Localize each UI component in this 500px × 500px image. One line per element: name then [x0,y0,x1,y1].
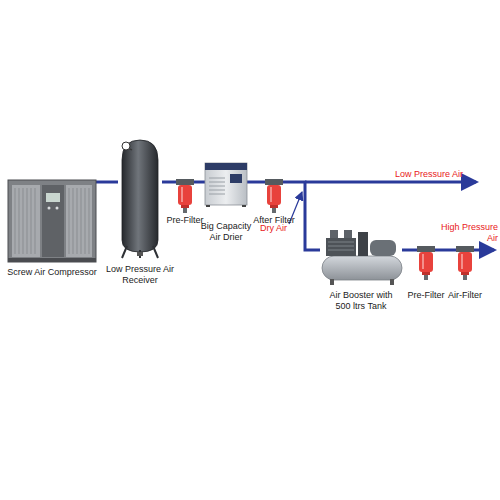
drain-valve [137,252,143,256]
air-pipe [194,181,205,184]
equipment-label: Air-Filter [443,290,487,301]
drier-panel [230,174,242,183]
air-pipe [162,181,176,184]
booster-tank [322,256,402,280]
booster-head [326,238,356,256]
equipment-label: Air Booster with 500 ltrs Tank [321,290,401,312]
bowl-highlight [270,187,272,202]
air-pipe [96,181,118,184]
equipment-node: Screw Air Compressor [8,180,96,262]
pressure-gauge [122,142,130,150]
bowl-highlight [461,254,463,269]
bowl-bottom [270,205,278,208]
air-pipe [435,249,456,252]
filter-bowl [267,185,281,205]
equipment-label: Low Pressure Air Receiver [105,264,175,286]
bowl-highlight [422,254,424,269]
drain-valve [272,208,276,213]
filter-head [265,179,283,185]
drier-foot [206,205,210,207]
drier-cabinet [205,163,247,205]
grille-slats [69,188,89,254]
booster-motor [370,240,396,256]
compressor-grille [12,185,40,257]
flow-label: Dry Air [260,223,300,234]
filter-head [417,246,435,252]
compressor-base [8,258,96,262]
high-pressure-pipe [474,249,494,252]
bowl-bottom [422,272,430,275]
equipment-node: Pre-Filter [417,246,435,280]
tank-leg [390,279,394,285]
equipment-node: Air Booster with 500 ltrs Tank [320,226,402,285]
control-panel [42,185,64,257]
panel-display [46,193,60,202]
receiver-tank [122,140,158,252]
equipment-node: Air-Filter [456,246,474,280]
grille-slats [15,188,35,254]
panel-button [56,207,59,210]
belt-guard [358,232,368,256]
compressor-grille [66,185,92,257]
equipment-label: Pre-Filter [163,215,207,226]
filter-bowl [458,252,472,272]
equipment-node: Pre-Filter [176,179,194,213]
equipment-node: Big Capacity Air Drier [205,163,247,207]
air-pipe [247,181,265,184]
bowl-highlight [181,187,183,202]
equipment-label: Big Capacity Air Drier [195,221,257,243]
tank-legs [122,246,158,258]
filter-bowl [419,252,433,272]
cylinder-top [330,230,338,238]
drier-vents [209,178,225,194]
flow-label: High Pressure Air [436,222,498,244]
panel-button [48,207,51,210]
cooling-fins [328,242,354,250]
drier-top-strip [205,163,247,170]
filter-bowl [178,185,192,205]
drain-valve [183,208,187,213]
drain-valve [424,275,428,280]
equipment-label: Screw Air Compressor [0,267,104,278]
bowl-bottom [181,205,189,208]
drier-foot [242,205,246,207]
bowl-bottom [461,272,469,275]
equipment-node: Low Pressure Air Receiver [118,138,162,258]
drain-valve [463,275,467,280]
equipment-node: After Filter [265,179,283,213]
equipment-label: Pre-Filter [404,290,448,301]
flow-label: Low Pressure Air [395,169,475,180]
filter-head [456,246,474,252]
cylinder-top [344,230,352,238]
tank-leg [330,279,334,285]
filter-head [176,179,194,185]
low-pressure-pipe [305,181,476,184]
air-pipe [402,249,417,252]
compressor-cabinet [8,180,96,262]
